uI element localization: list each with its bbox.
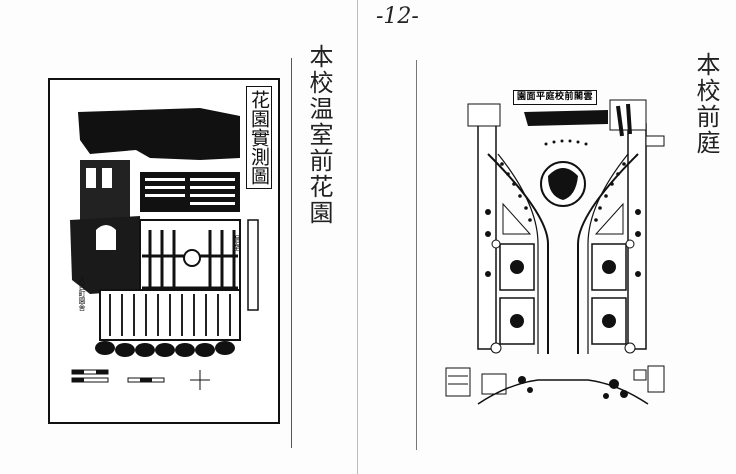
site-caption: 大吉町園舍: [78, 276, 86, 311]
left-page: 花園實測圖 温室 大吉町園舍 本校温室前花園: [0, 0, 360, 474]
garden-survey-drawing: 花園實測圖 温室 大吉町園舍: [48, 78, 280, 424]
left-handwritten-note: 本校温室前花園: [305, 44, 333, 226]
right-handwritten-note: 本校前庭: [692, 52, 720, 156]
drawing-title: 花園實測圖: [246, 86, 272, 189]
plan-title: 園面平庭校前閣雲: [513, 90, 598, 105]
margin-rule: [291, 58, 292, 448]
page-number: -12-: [376, 4, 419, 29]
garden-plan-image: [70, 108, 259, 390]
greenhouse-label: 温室: [232, 235, 241, 251]
margin-rule-right: [416, 60, 417, 450]
page-fold-line: [357, 0, 358, 474]
right-page: -12-: [360, 0, 736, 474]
front-courtyard-plan: [445, 99, 665, 405]
